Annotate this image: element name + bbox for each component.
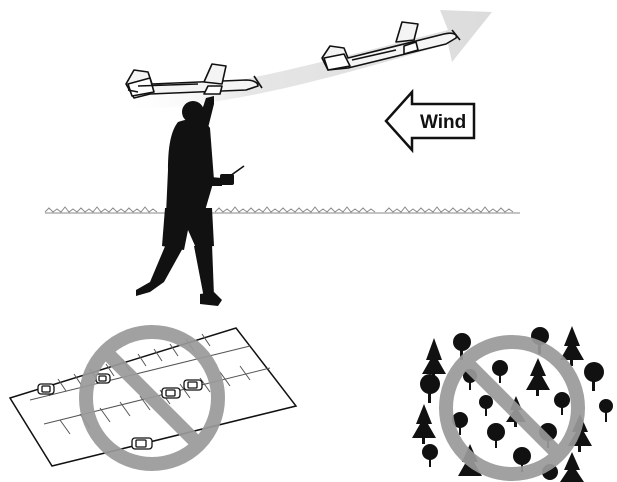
tree-icon [422,338,446,380]
grass-line [44,206,520,214]
person-silhouette-icon [136,96,222,306]
prohibition-sign-icon [79,325,225,471]
no-trees-sign [439,335,585,481]
tree-icon [599,399,613,422]
tree-icon [420,374,440,403]
car-icon [131,437,153,450]
tree-icon [526,358,550,396]
car-icon [37,383,55,395]
car-icon [161,387,181,399]
arrow-left-icon [384,88,476,154]
no-parking-lot-sign [79,325,225,471]
car-icon [95,373,111,384]
tree-icon [560,452,584,482]
tree-icon [584,362,604,391]
tree-icon [412,404,436,444]
airplane-icon [125,63,263,99]
trees-illustration [412,326,613,482]
wind-arrow: Wind [384,88,476,154]
prohibition-sign-icon [439,335,585,481]
tree-icon [422,444,438,467]
car-icon [183,379,203,391]
tree-icon [487,423,505,448]
flight-path-arrow [120,10,492,110]
wind-label: Wind [420,112,466,133]
radio-transmitter-icon [220,165,245,185]
tree-icon [479,395,493,416]
tree-icon [554,392,570,415]
tree-icon [452,412,468,435]
tree-icon [560,326,584,366]
tree-icon [492,360,508,383]
tree-icon [453,333,471,360]
airplane-icon [321,21,461,71]
